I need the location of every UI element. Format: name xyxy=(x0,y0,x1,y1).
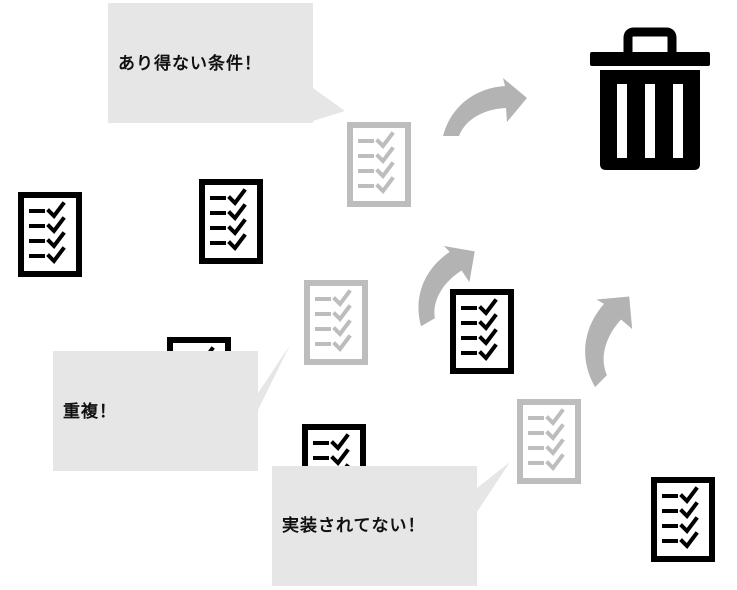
bubble-duplicate-text: 重複！ xyxy=(63,401,117,422)
faded-checklist-icon xyxy=(520,402,578,481)
faded-checklist-icon xyxy=(350,125,408,204)
curved-arrow-icon xyxy=(552,281,658,388)
faded-checklist-icon xyxy=(307,283,365,362)
bubble-not-implemented: 実装されてない！ xyxy=(272,462,510,586)
bubble-impossible-condition-text: あり得ない条件！ xyxy=(118,53,262,74)
checklist-icon xyxy=(202,182,260,261)
checklist-icon xyxy=(21,195,79,274)
checklist-icon xyxy=(453,292,511,371)
checklist-icon xyxy=(654,480,712,559)
trash-can-icon xyxy=(590,27,710,170)
curved-arrow-icon xyxy=(443,78,527,136)
bubble-duplicate: 重複！ xyxy=(53,345,290,471)
bubble-impossible-condition: あり得ない条件！ xyxy=(108,3,345,123)
bubble-not-implemented-text: 実装されてない！ xyxy=(282,515,426,536)
